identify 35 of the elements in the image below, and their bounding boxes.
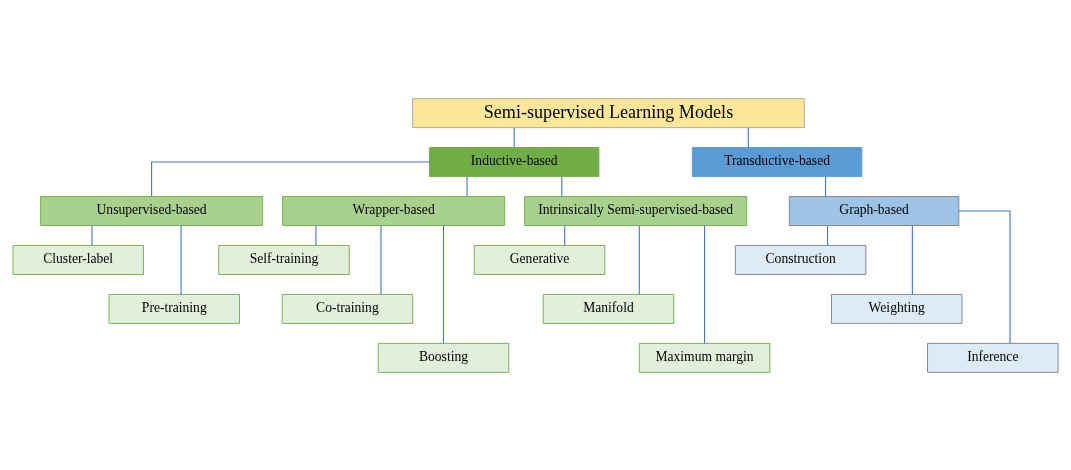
connector (442, 224, 445, 344)
connector (825, 175, 827, 197)
connector (827, 224, 829, 246)
connector (747, 126, 749, 148)
node-box: Manifold (542, 293, 675, 324)
node-box: Self-training (218, 244, 350, 275)
connector (315, 224, 317, 246)
node-box: Construction (734, 244, 867, 275)
node-box: Inference (927, 342, 1059, 373)
node-box: Cluster-label (12, 244, 144, 275)
connector (911, 224, 913, 295)
node-box: Pre-training (108, 293, 240, 324)
connector (638, 224, 640, 295)
node-box: Intrinsically Semi-supervised-based (524, 195, 748, 226)
connector (91, 224, 93, 246)
node-box: Co-training (281, 293, 414, 324)
connector (466, 175, 468, 197)
node-box: Boosting (377, 342, 510, 373)
connector (380, 224, 382, 295)
node-box: Semi-supervised Learning Models (412, 97, 805, 128)
node-box: Wrapper-based (282, 195, 506, 226)
connector (704, 224, 706, 344)
connector (151, 161, 430, 197)
connector (180, 224, 182, 295)
node-box: Inductive-based (429, 146, 600, 177)
node-box: Transductive-based (691, 146, 863, 177)
connector (561, 175, 563, 197)
connector (958, 210, 1011, 344)
node-box: Graph-based (788, 195, 960, 226)
node-box: Weighting (831, 293, 963, 324)
node-box: Maximum margin (638, 342, 771, 373)
connector (513, 126, 515, 148)
node-box: Unsupervised-based (40, 195, 264, 226)
node-box: Generative (473, 244, 606, 275)
connector (564, 224, 566, 246)
